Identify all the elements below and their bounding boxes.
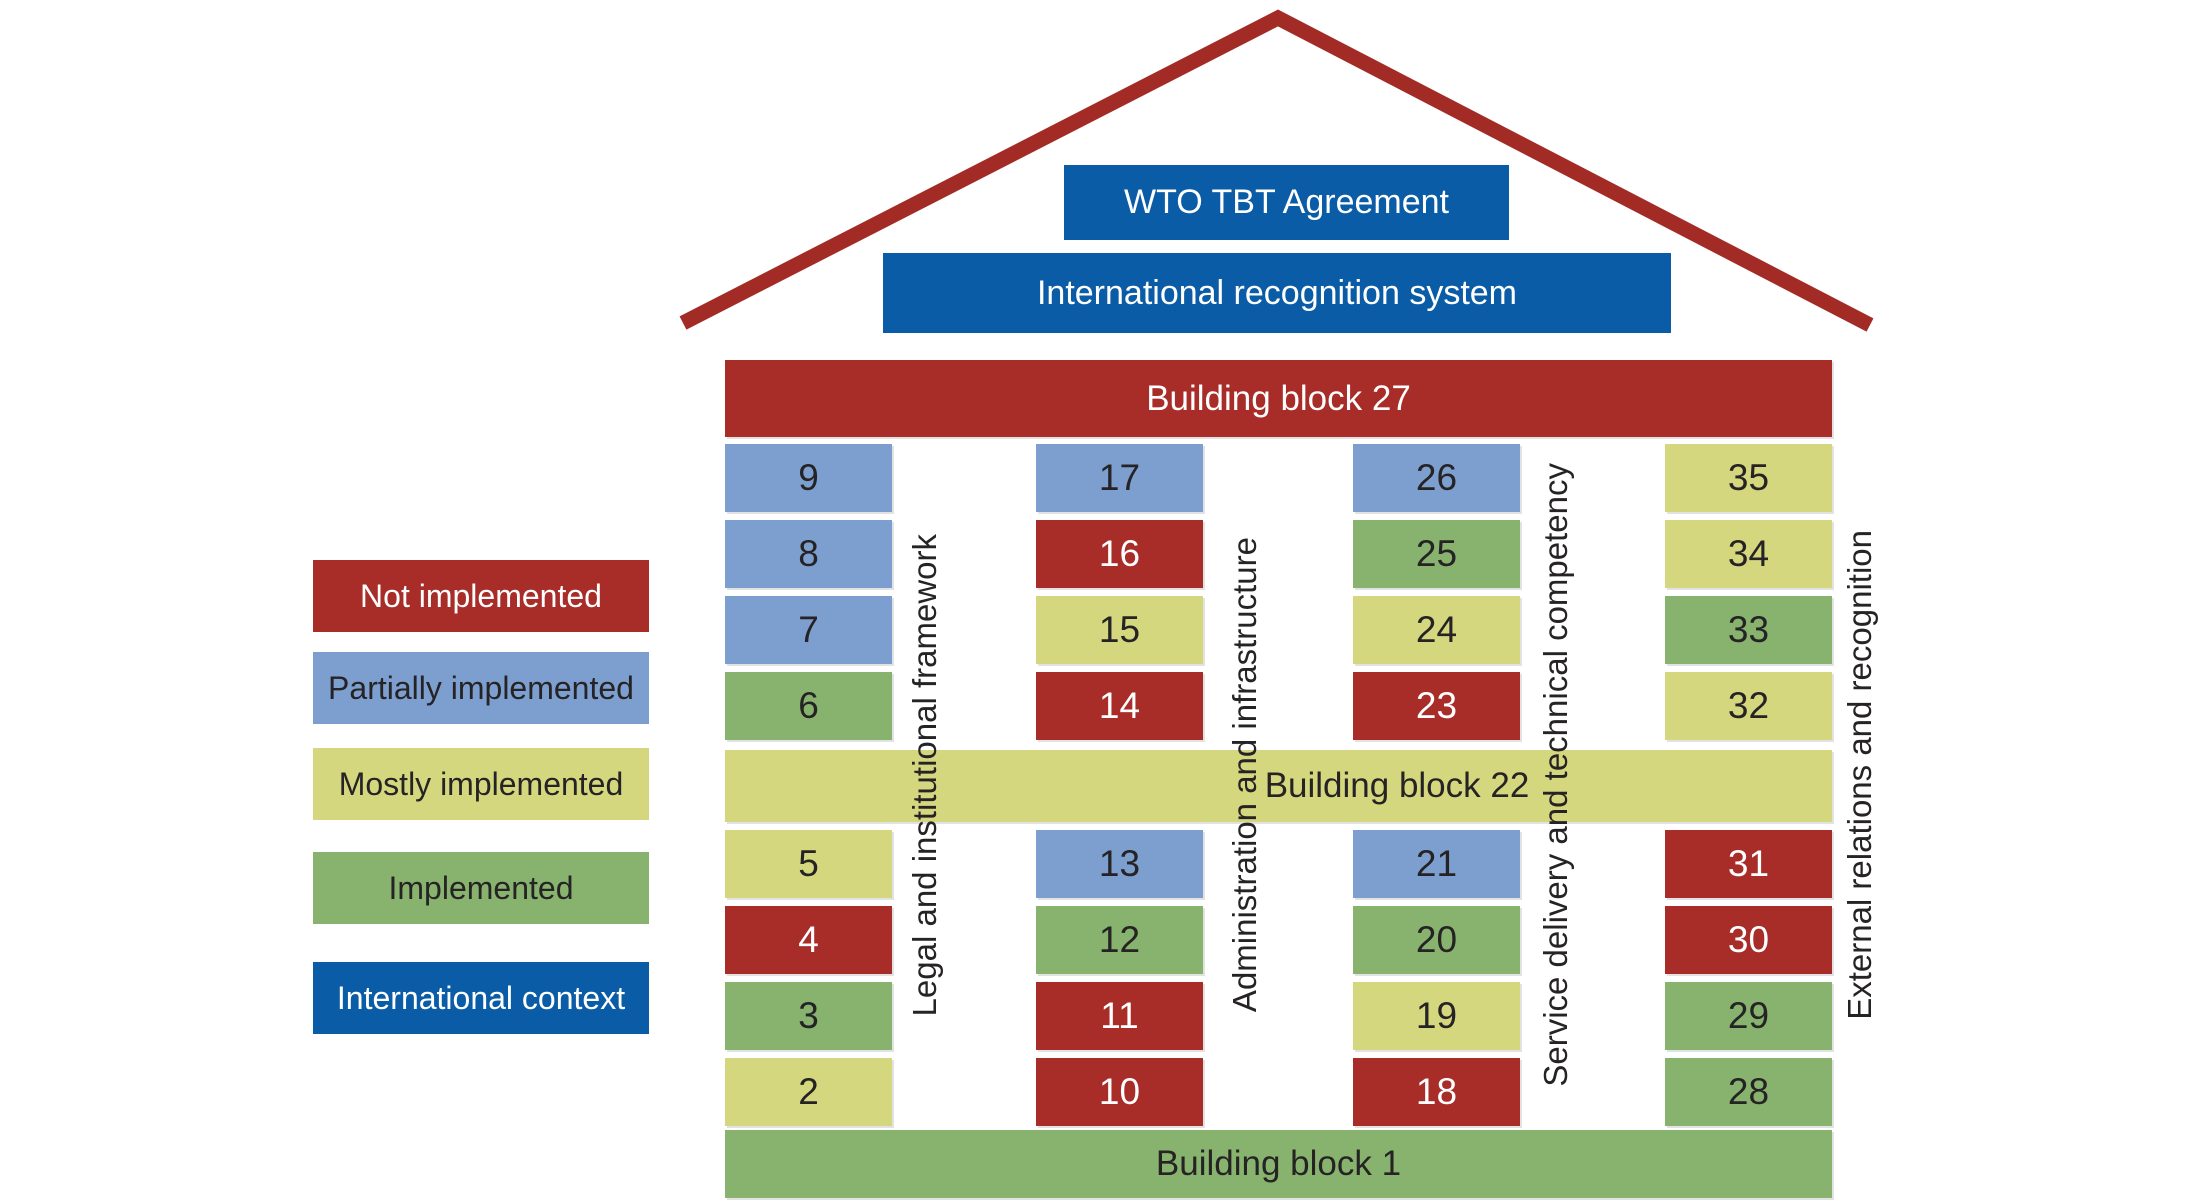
international-recognition-system-box: International recognition system bbox=[883, 253, 1671, 333]
column-label-service-delivery-and-technical-competency: Service delivery and technical competenc… bbox=[1511, 437, 1601, 1113]
block-34: 34 bbox=[1665, 520, 1832, 588]
building-block-22-label: Building block 22 bbox=[1264, 766, 1530, 805]
column-label-text: Service delivery and technical competenc… bbox=[1537, 463, 1574, 1087]
block-19: 19 bbox=[1353, 982, 1520, 1050]
block-31: 31 bbox=[1665, 830, 1832, 898]
block-2: 2 bbox=[725, 1058, 892, 1126]
column-label-administration-and-infrastructure: Administration and infrastructure bbox=[1200, 437, 1290, 1113]
column-label-legal-and-institutional-framework: Legal and institutional framework bbox=[880, 437, 970, 1113]
wto-tbt-agreement-box: WTO TBT Agreement bbox=[1064, 165, 1509, 240]
block-26: 26 bbox=[1353, 444, 1520, 512]
block-6: 6 bbox=[725, 672, 892, 740]
legend-item-international-context: International context bbox=[313, 962, 649, 1034]
block-35: 35 bbox=[1665, 444, 1832, 512]
block-32: 32 bbox=[1665, 672, 1832, 740]
international-recognition-system-label: International recognition system bbox=[1036, 273, 1518, 312]
block-29: 29 bbox=[1665, 982, 1832, 1050]
block-5: 5 bbox=[725, 830, 892, 898]
wto-tbt-agreement-label: WTO TBT Agreement bbox=[1123, 183, 1449, 221]
roof-line bbox=[679, 9, 1874, 332]
building-block-22-band: Building block 22 bbox=[725, 750, 1832, 822]
block-16: 16 bbox=[1036, 520, 1203, 588]
block-3: 3 bbox=[725, 982, 892, 1050]
building-block-27-banner: Building block 27 bbox=[725, 360, 1832, 437]
block-7: 7 bbox=[725, 596, 892, 664]
block-20: 20 bbox=[1353, 906, 1520, 974]
column-label-text: Legal and institutional framework bbox=[906, 533, 943, 1017]
block-28: 28 bbox=[1665, 1058, 1832, 1126]
building-block-1-banner: Building block 1 bbox=[725, 1130, 1832, 1198]
building-block-27-label: Building block 27 bbox=[1146, 378, 1411, 418]
column-label-external-relations-and-recognition: External relations and recognition bbox=[1815, 437, 1905, 1113]
column-label-text: Administration and infrastructure bbox=[1226, 537, 1263, 1013]
block-15: 15 bbox=[1036, 596, 1203, 664]
block-33: 33 bbox=[1665, 596, 1832, 664]
block-4: 4 bbox=[725, 906, 892, 974]
block-17: 17 bbox=[1036, 444, 1203, 512]
block-11: 11 bbox=[1036, 982, 1203, 1050]
block-25: 25 bbox=[1353, 520, 1520, 588]
legend-item-implemented: Implemented bbox=[313, 852, 649, 924]
block-30: 30 bbox=[1665, 906, 1832, 974]
column-label-text: External relations and recognition bbox=[1841, 530, 1878, 1020]
building-block-1-label: Building block 1 bbox=[1155, 1144, 1402, 1183]
block-18: 18 bbox=[1353, 1058, 1520, 1126]
block-8: 8 bbox=[725, 520, 892, 588]
block-23: 23 bbox=[1353, 672, 1520, 740]
block-13: 13 bbox=[1036, 830, 1203, 898]
legend-item-not-implemented: Not implemented bbox=[313, 560, 649, 632]
block-14: 14 bbox=[1036, 672, 1203, 740]
block-10: 10 bbox=[1036, 1058, 1203, 1126]
legend-item-partially-implemented: Partially implemented bbox=[313, 652, 649, 724]
legend-item-mostly-implemented: Mostly implemented bbox=[313, 748, 649, 820]
block-21: 21 bbox=[1353, 830, 1520, 898]
block-12: 12 bbox=[1036, 906, 1203, 974]
block-9: 9 bbox=[725, 444, 892, 512]
block-24: 24 bbox=[1353, 596, 1520, 664]
